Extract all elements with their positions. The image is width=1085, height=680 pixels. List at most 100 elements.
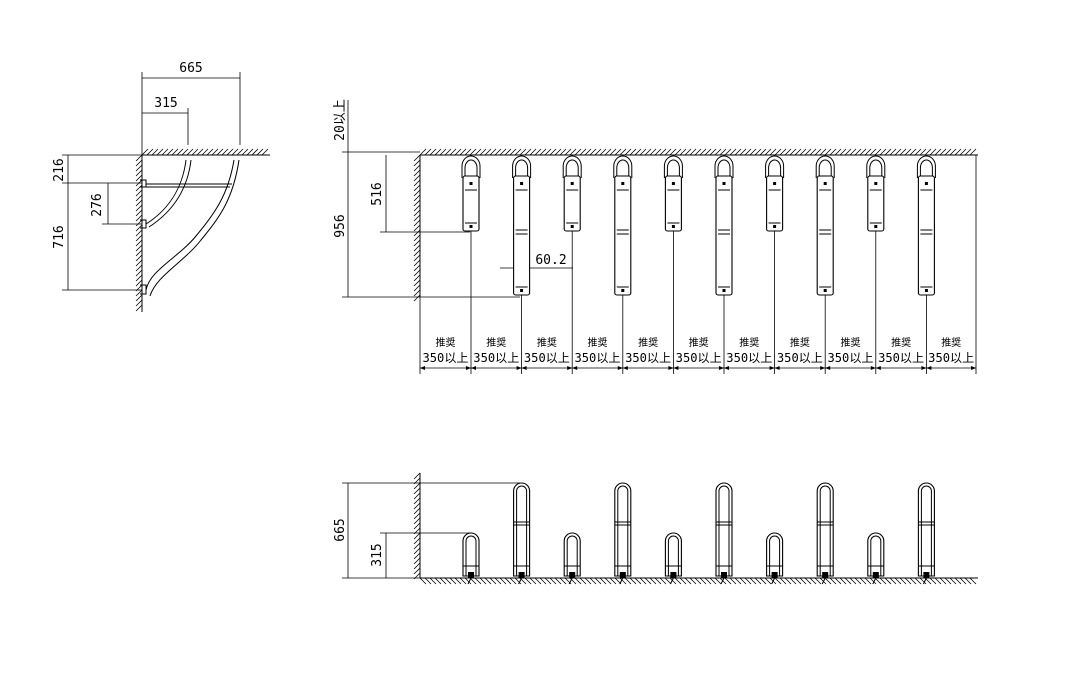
rack-bolt (469, 182, 473, 185)
rack-plan-body (462, 532, 480, 577)
rack-hook (464, 159, 478, 178)
hatch-mark (584, 148, 592, 156)
hatch-mark (844, 577, 852, 585)
hatch-mark (839, 148, 847, 156)
hatch-mark (434, 577, 442, 585)
hatch-mark (439, 577, 447, 585)
hatch-mark (413, 209, 421, 217)
dim-label-956: 956 (333, 214, 348, 237)
hatch-mark (789, 148, 797, 156)
hatch-mark (784, 577, 792, 585)
hatch-mark (709, 148, 717, 156)
rack-plan-foot (670, 572, 677, 578)
hatch-mark (934, 577, 942, 585)
hatch-mark (674, 148, 682, 156)
hatch-mark (135, 174, 143, 182)
dim-label-716: 716 (52, 225, 67, 248)
rack-hook (666, 159, 680, 178)
hatch-mark (889, 577, 897, 585)
rack-front-tall (714, 155, 734, 374)
hatch-mark (489, 148, 497, 156)
hatch-mark (161, 148, 169, 156)
hatch-mark (889, 148, 897, 156)
hatch-mark (413, 542, 421, 550)
hatch-mark (135, 254, 143, 262)
spacing-label-min: 350以上 (676, 351, 722, 365)
hatch-mark (574, 148, 582, 156)
hatch-mark (874, 577, 882, 585)
rack-bolt (773, 182, 777, 185)
hatch-mark (499, 577, 507, 585)
hatch-mark (644, 148, 652, 156)
hatch-mark (719, 148, 727, 156)
short-arm-outer (148, 159, 192, 228)
hatch-mark (834, 148, 842, 156)
hatch-mark (135, 229, 143, 237)
hatch-mark (413, 264, 421, 272)
hatch-mark (484, 577, 492, 585)
hatch-mark (261, 148, 269, 156)
hatch-mark (424, 577, 432, 585)
rack-plan-short (766, 532, 784, 585)
rack-plan-body (867, 532, 885, 577)
hatch-mark (419, 577, 427, 585)
rack-plan-body (715, 482, 733, 577)
dim-label-276: 276 (90, 193, 105, 216)
hatch-mark (413, 537, 421, 545)
hatch-mark (449, 577, 457, 585)
hatch-mark (809, 577, 817, 585)
hatch-mark (684, 577, 692, 585)
hatch-mark (135, 154, 143, 162)
spacing-arrow (673, 366, 679, 370)
hatch-mark (729, 148, 737, 156)
hatch-mark (834, 577, 842, 585)
rack-front-short (663, 155, 683, 374)
hatch-mark (804, 148, 812, 156)
front-wall-hatch (413, 154, 421, 302)
hatch-mark (413, 517, 421, 525)
rack-plan-foot (468, 572, 474, 578)
hatch-mark (135, 294, 143, 302)
spacing-arrow (870, 366, 876, 370)
hatch-mark (135, 279, 143, 287)
long-arm-outer (149, 159, 240, 297)
hatch-mark (135, 304, 143, 312)
hatch-mark (135, 299, 143, 307)
hatch-mark (434, 148, 442, 156)
front-ceiling-hatch (419, 148, 977, 156)
hatch-mark (639, 577, 647, 585)
rack-body (715, 175, 733, 296)
hatch-mark (824, 148, 832, 156)
hatch-mark (634, 577, 642, 585)
hatch-mark (413, 512, 421, 520)
hatch-mark (649, 148, 657, 156)
hatch-mark (859, 148, 867, 156)
rack-bolt (874, 225, 878, 228)
hatch-mark (413, 284, 421, 292)
rack-hook-outer (461, 155, 481, 178)
hatch-mark (599, 148, 607, 156)
hatch-mark (734, 148, 742, 156)
hatch-mark (734, 577, 742, 585)
hatch-mark (429, 577, 437, 585)
hatch-mark (419, 148, 427, 156)
hatch-mark (739, 148, 747, 156)
hatch-mark (824, 577, 832, 585)
rack-plan-foot (569, 572, 576, 578)
spacing-arrow (622, 366, 628, 370)
hatch-mark (854, 577, 862, 585)
hatch-mark (413, 214, 421, 222)
hatch-mark (629, 577, 637, 585)
hatch-mark (479, 148, 487, 156)
hatch-mark (544, 577, 552, 585)
rack-plan-inner (617, 485, 629, 576)
hatch-mark (413, 274, 421, 282)
hatch-mark (749, 577, 757, 585)
hatch-mark (191, 148, 199, 156)
hatch-mark (549, 577, 557, 585)
spacing-arrow (617, 366, 623, 370)
rack-hook-outer (815, 155, 835, 178)
rack-bolt (520, 289, 524, 292)
rack-plan-foot (923, 572, 930, 578)
hatch-mark (439, 148, 447, 156)
